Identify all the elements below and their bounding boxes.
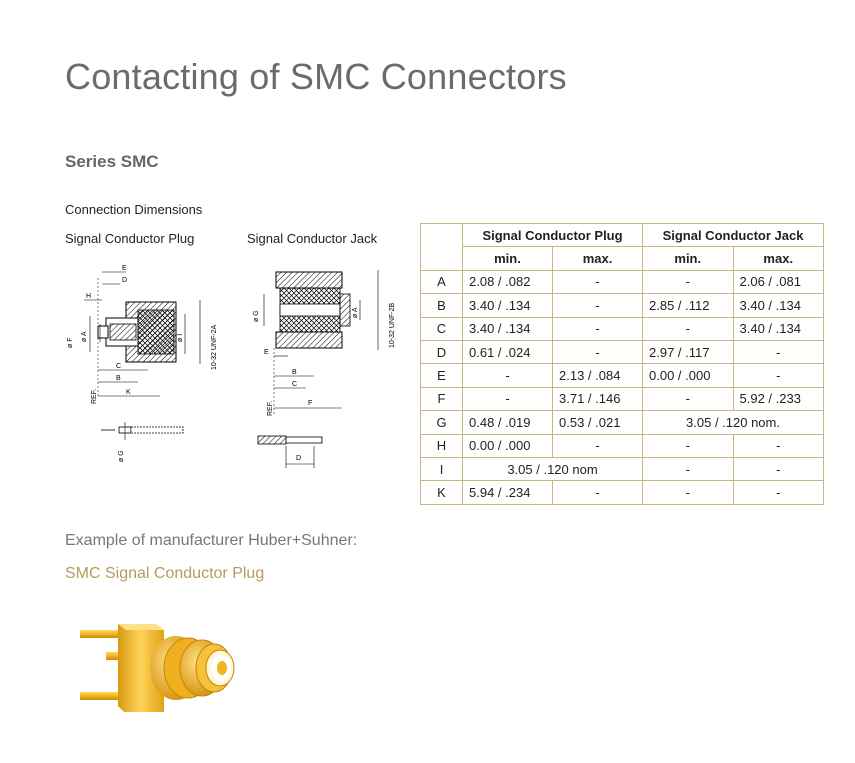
series-heading: Series SMC	[65, 152, 159, 171]
jack-label-e: E	[264, 349, 269, 356]
jack-label-b: B	[292, 369, 297, 376]
table-corner	[420, 223, 463, 271]
plug-label-e: E	[122, 265, 127, 272]
subheader-plug-max: max.	[551, 246, 644, 271]
subheader-plug-min: min.	[462, 246, 553, 271]
jack-label-f: F	[308, 400, 312, 407]
table-row: C 3.40 / .134 - - 3.40 / .134	[420, 316, 824, 341]
table-cell: 5.94 / .234	[462, 480, 553, 505]
table-row: G 0.48 / .019 0.53 / .021 3.05 / .120 no…	[420, 410, 824, 435]
table-cell: 3.40 / .134	[462, 316, 553, 341]
table-cell: -	[642, 433, 734, 458]
plug-label-c: C	[116, 363, 121, 370]
plug-label-d: D	[122, 277, 127, 284]
table-cell: 0.53 / .021	[551, 410, 644, 435]
table-cell: 3.05 / .120 nom	[461, 456, 644, 482]
row-label: B	[420, 293, 463, 318]
row-label: K	[420, 480, 463, 505]
group-header-jack: Signal Conductor Jack	[642, 222, 824, 248]
table-cell: -	[551, 293, 644, 318]
table-row: B 3.40 / .134 - 2.85 / .112 3.40 / .134	[420, 293, 824, 318]
plug-technical-drawing: E D H ø F ø A ø I C B K REF. 10-32 UNF-2…	[67, 265, 218, 404]
table-cell: 3.40 / .134	[732, 316, 824, 341]
table-cell: 5.92 / .233	[732, 386, 824, 412]
table-row: D 0.61 / .024 - 2.97 / .117 -	[420, 339, 824, 365]
table-cell: -	[642, 316, 734, 341]
table-cell: -	[642, 386, 734, 412]
smc-connector-image	[80, 624, 235, 712]
table-cell: 0.00 / .000	[462, 433, 553, 458]
jack-label-a: ø A	[352, 307, 359, 318]
table-cell: -	[551, 316, 644, 341]
plug-label-i: ø I	[177, 334, 184, 342]
subheader-jack-max: max.	[732, 246, 824, 271]
table-row: I 3.05 / .120 nom - -	[420, 456, 824, 482]
subheader-jack-min: min.	[642, 246, 734, 271]
plug-label-b: B	[116, 375, 121, 382]
table-cell: 3.71 / .146	[551, 386, 644, 412]
table-cell: -	[551, 480, 644, 505]
row-label: E	[420, 363, 463, 388]
table-cell: -	[732, 339, 824, 365]
manufacturer-example-text: Example of manufacturer Huber+Suhner:	[65, 532, 358, 549]
table-cell: 0.48 / .019	[462, 410, 553, 435]
row-label: C	[420, 316, 463, 341]
jack-label-c: C	[292, 381, 297, 388]
jack-label-ref: REF.	[267, 401, 274, 416]
plug-label-thread: 10-32 UNF-2A	[211, 325, 218, 370]
table-cell: -	[642, 480, 734, 505]
table-cell: -	[462, 363, 553, 388]
product-name: SMC Signal Conductor Plug	[65, 565, 265, 582]
plug-pin-label-g: ø G	[118, 450, 125, 462]
row-label: D	[420, 339, 463, 365]
table-row: F - 3.71 / .146 - 5.92 / .233	[420, 386, 824, 412]
table-row: K 5.94 / .234 - - -	[420, 480, 824, 505]
table-cell: -	[732, 480, 824, 505]
jack-socket-drawing: D	[257, 435, 323, 468]
table-row: H 0.00 / .000 - - -	[420, 433, 824, 458]
jack-drawing-label: Signal Conductor Jack	[247, 231, 378, 246]
row-label: I	[420, 456, 463, 482]
table-cell: -	[732, 363, 824, 388]
group-header-plug: Signal Conductor Plug	[461, 222, 644, 248]
table-cell: -	[551, 339, 644, 365]
row-label: H	[420, 433, 463, 458]
table-cell: 0.00 / .000	[642, 363, 734, 388]
plug-label-k: K	[126, 389, 131, 396]
table-cell: 2.08 / .082	[462, 269, 553, 295]
plug-label-ref: REF.	[91, 389, 98, 404]
row-label: F	[420, 386, 463, 412]
table-cell: -	[551, 269, 644, 295]
jack-technical-drawing: ø G ø A E B C F REF. 10-32 UNF-2B	[253, 270, 396, 416]
table-row: E - 2.13 / .084 0.00 / .000 -	[420, 363, 824, 388]
table-cell: 3.40 / .134	[462, 293, 553, 318]
connection-dimensions-label: Connection Dimensions	[65, 202, 203, 217]
table-cell: 2.85 / .112	[642, 293, 734, 318]
table-cell: 3.40 / .134	[732, 293, 824, 318]
plug-drawing-label: Signal Conductor Plug	[65, 231, 195, 246]
row-label: A	[420, 269, 463, 295]
plug-label-a: ø A	[81, 331, 88, 342]
table-cell: 2.13 / .084	[551, 363, 644, 388]
table-cell: -	[732, 433, 824, 458]
table-cell: 0.61 / .024	[462, 339, 553, 365]
table-cell: 3.05 / .120 nom.	[642, 410, 824, 435]
table-row: A 2.08 / .082 - - 2.06 / .081	[420, 269, 824, 295]
plug-label-h: H	[86, 293, 91, 300]
jack-label-g: ø G	[253, 310, 260, 322]
page-title: Contacting of SMC Connectors	[65, 56, 567, 97]
plug-label-f: ø F	[67, 338, 74, 349]
plug-pin-drawing: ø G	[101, 422, 184, 462]
dimensions-table: Signal Conductor Plug Signal Conductor J…	[420, 222, 824, 505]
table-cell: -	[732, 456, 824, 482]
table-cell: 2.06 / .081	[732, 269, 824, 295]
table-cell: -	[551, 433, 644, 458]
table-cell: -	[642, 269, 734, 295]
table-cell: -	[462, 386, 553, 412]
table-cell: 2.97 / .117	[642, 339, 734, 365]
jack-socket-label-d: D	[296, 455, 301, 462]
row-label: G	[420, 410, 463, 435]
jack-label-thread: 10-32 UNF-2B	[389, 303, 396, 348]
table-cell: -	[642, 456, 734, 482]
